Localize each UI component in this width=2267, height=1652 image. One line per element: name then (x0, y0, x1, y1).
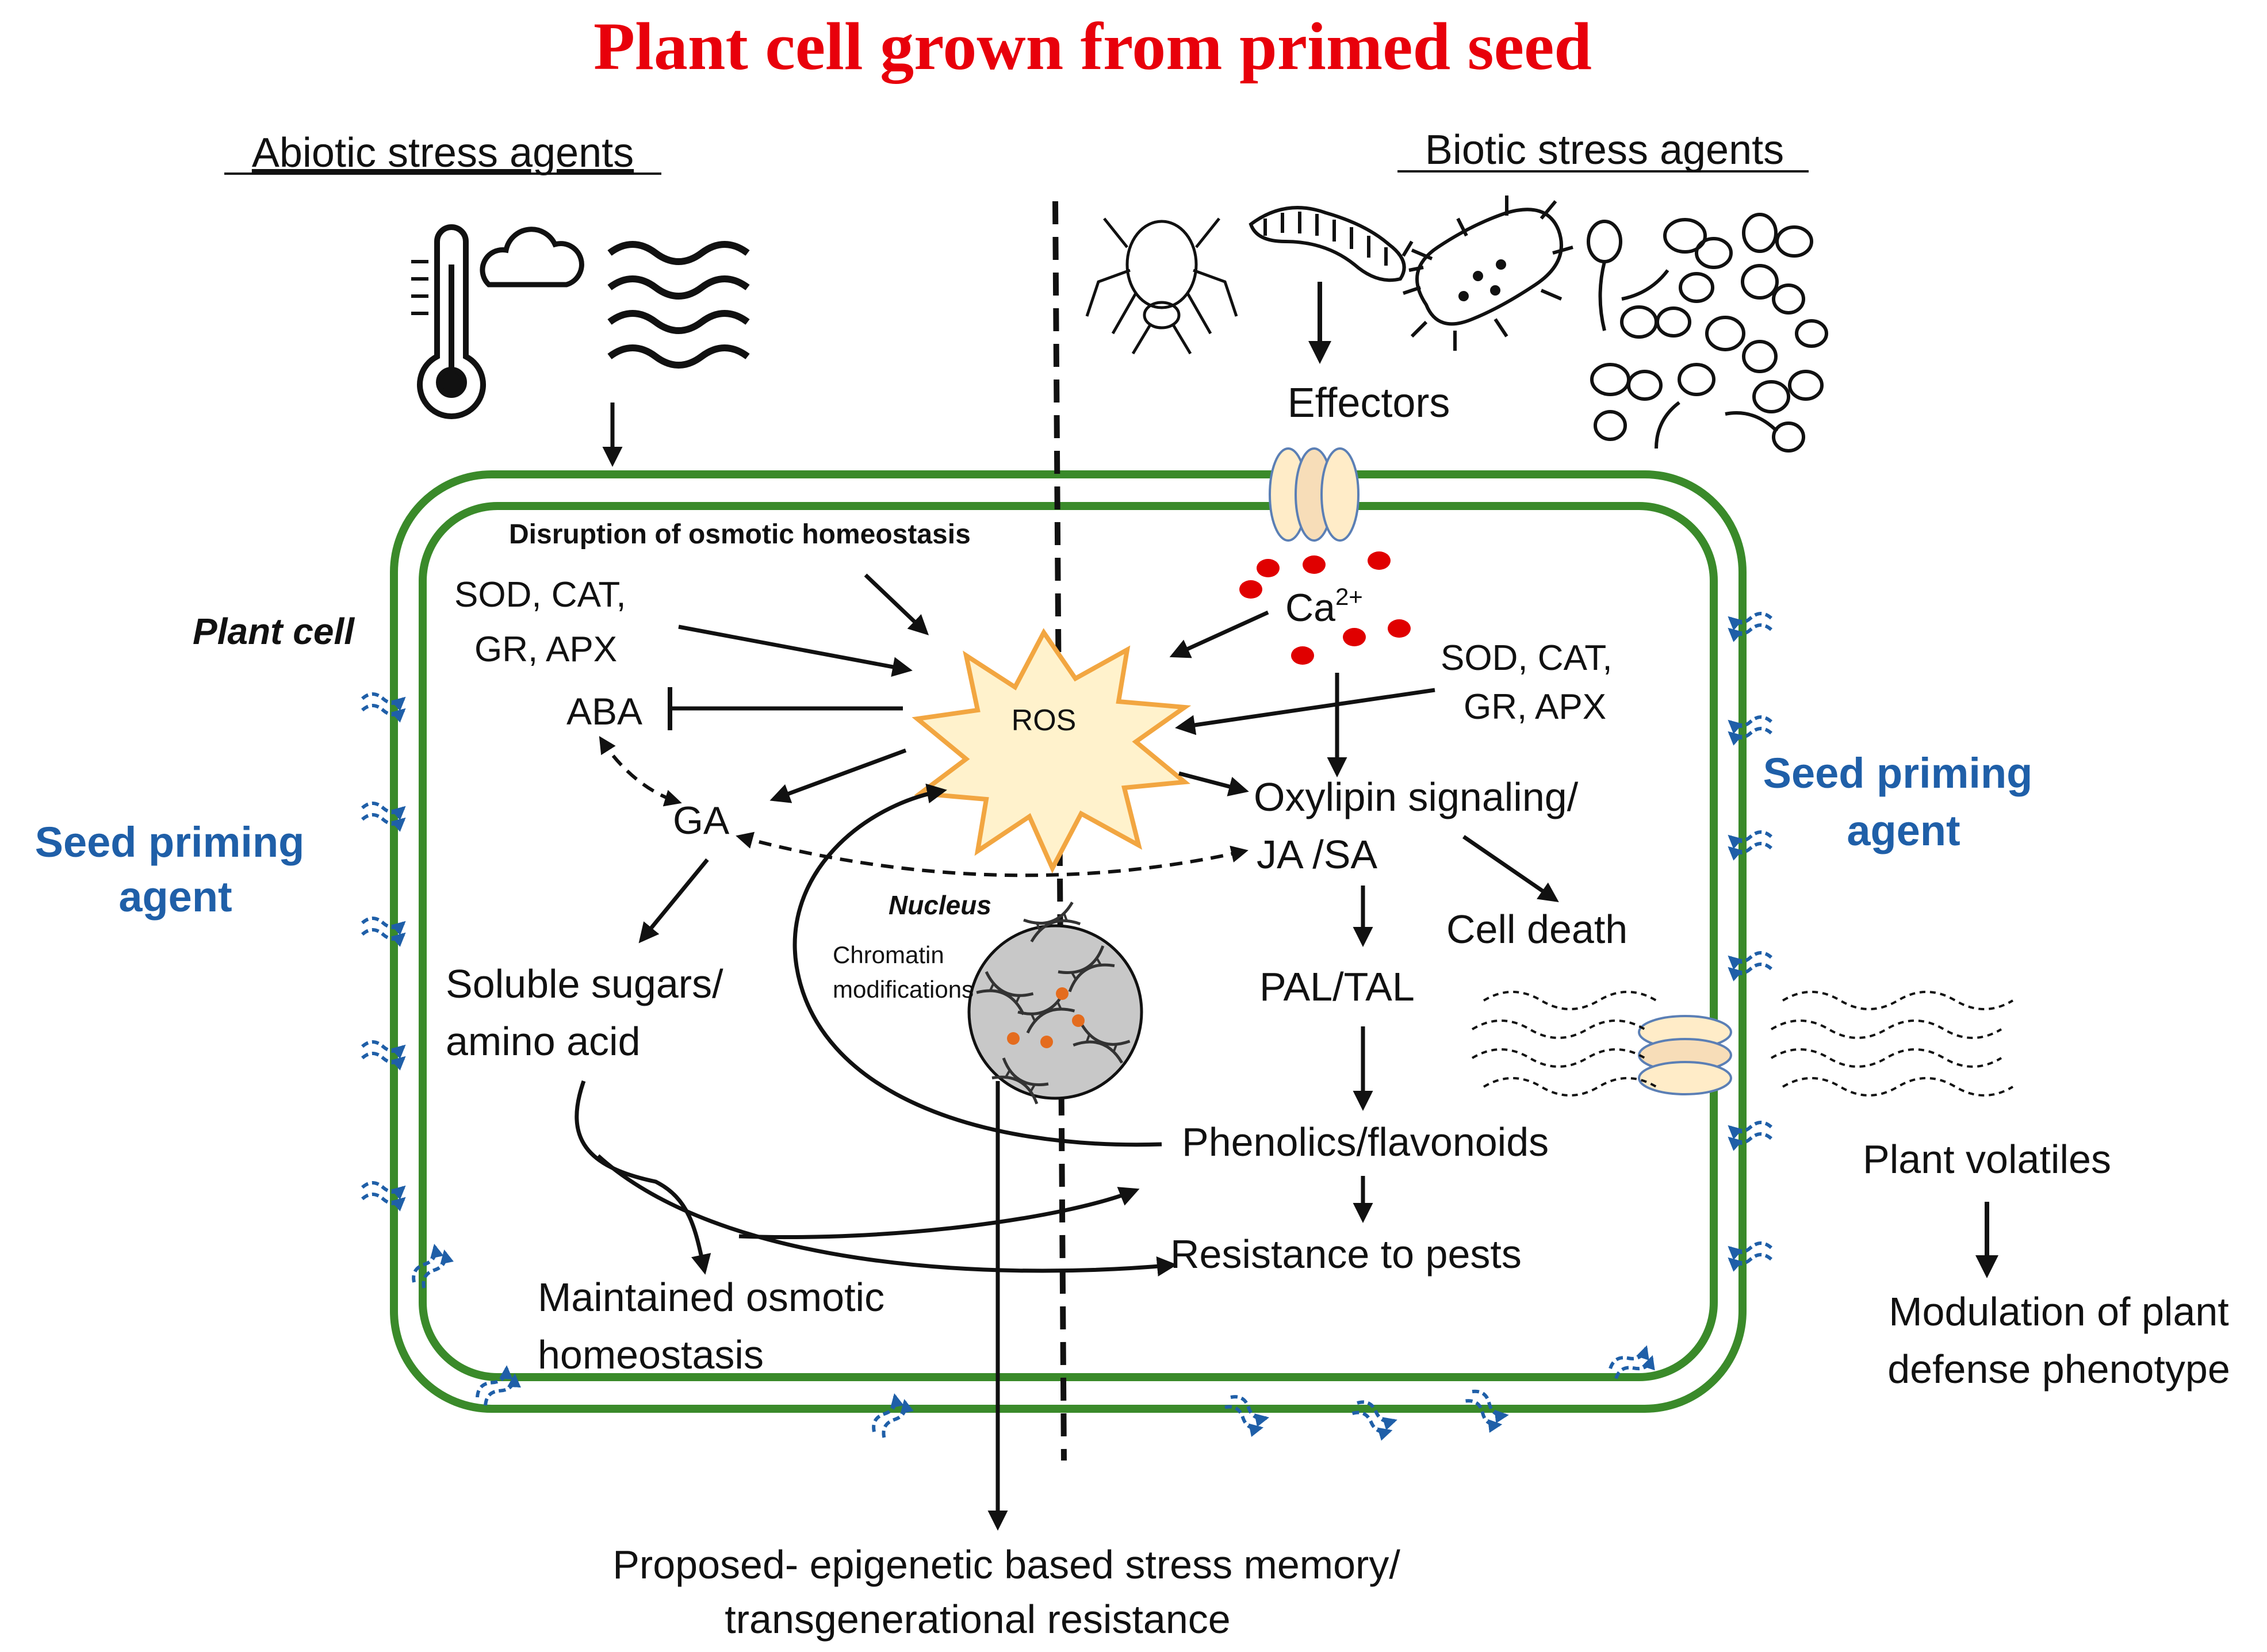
chromatin-line1: Chromatin (833, 941, 944, 968)
bacterium-icon (1403, 196, 1573, 351)
modulation-line1: Modulation of plant (1889, 1289, 2229, 1334)
enzymes-right-line2: GR, APX (1464, 687, 1606, 727)
ros-label: ROS (1012, 704, 1077, 737)
seed-priming-left-line2: agent (118, 873, 232, 921)
calcium-ions (1239, 551, 1411, 665)
abiotic-heading: Abiotic stress agents (252, 130, 634, 176)
biotic-heading: Biotic stress agents (1425, 127, 1784, 173)
membrane-channel-icon (1638, 1015, 1732, 1095)
maintained-line2: homeostasis (538, 1332, 764, 1377)
volatile-waves (1471, 991, 2014, 1097)
enzymes-left-line2: GR, APX (474, 630, 617, 669)
priming-arrows-right (1730, 614, 1771, 1264)
phenolics-label: Phenolics/flavonoids (1182, 1120, 1549, 1164)
seed-priming-right-line1: Seed priming (1763, 749, 2033, 797)
modulation-line2: defense phenotype (1887, 1347, 2230, 1392)
cell-wall-inner (419, 502, 1718, 1381)
aphid-icon (1085, 217, 1238, 355)
seed-priming-right-line2: agent (1847, 807, 1960, 854)
oxylipin-line2: JA /SA (1257, 832, 1377, 877)
cloud-icon (480, 227, 584, 288)
ga-jasa-crosstalk (736, 831, 1249, 877)
thermometer-icon (411, 224, 486, 419)
ga-label: GA (673, 799, 730, 842)
chromatin-marks (1007, 987, 1085, 1048)
proposed-line1: Proposed- epigenetic based stress memory… (612, 1542, 1400, 1587)
aba-ga-crosstalk (599, 735, 682, 807)
volatiles-label: Plant volatiles (1863, 1137, 2111, 1182)
oxylipin-line1: Oxylipin signaling/ (1254, 775, 1579, 819)
water-waves-icon (607, 241, 750, 369)
ros-starburst (912, 628, 1192, 874)
seed-priming-left-line1: Seed priming (35, 818, 305, 866)
disruption-label: Disruption of osmotic homeostasis (509, 519, 971, 550)
nucleus-label: Nucleus (889, 890, 991, 920)
pathway-arrows (575, 573, 1559, 1531)
membrane-channel-icon (1269, 447, 1360, 542)
abiotic-biotic-divider (1052, 201, 1067, 1461)
fungal-spores-icon (1587, 213, 1828, 453)
pal-tal-label: PAL/TAL (1259, 964, 1415, 1009)
proposed-line2: transgenerational resistance (725, 1597, 1230, 1642)
nucleus (967, 924, 1143, 1100)
plant-cell-label: Plant cell (193, 611, 355, 652)
resistance-label: Resistance to pests (1170, 1232, 1522, 1277)
page-title: Plant cell grown from primed seed (593, 9, 1592, 84)
cell-death-label: Cell death (1446, 907, 1628, 952)
aba-label: ABA (566, 690, 642, 733)
caterpillar-icon (1249, 206, 1424, 282)
enzymes-left-line1: SOD, CAT, (454, 575, 626, 615)
soluble-line2: amino acid (446, 1019, 641, 1064)
cell-wall-outer (390, 470, 1747, 1413)
chromatin-line2: modifications (833, 976, 974, 1003)
calcium-label: Ca2+ (1285, 583, 1363, 630)
soluble-line1: Soluble sugars/ (446, 961, 723, 1006)
effectors-label: Effectors (1288, 380, 1450, 426)
maintained-line1: Maintained osmotic (538, 1275, 884, 1320)
enzymes-right-line1: SOD, CAT, (1441, 638, 1613, 678)
